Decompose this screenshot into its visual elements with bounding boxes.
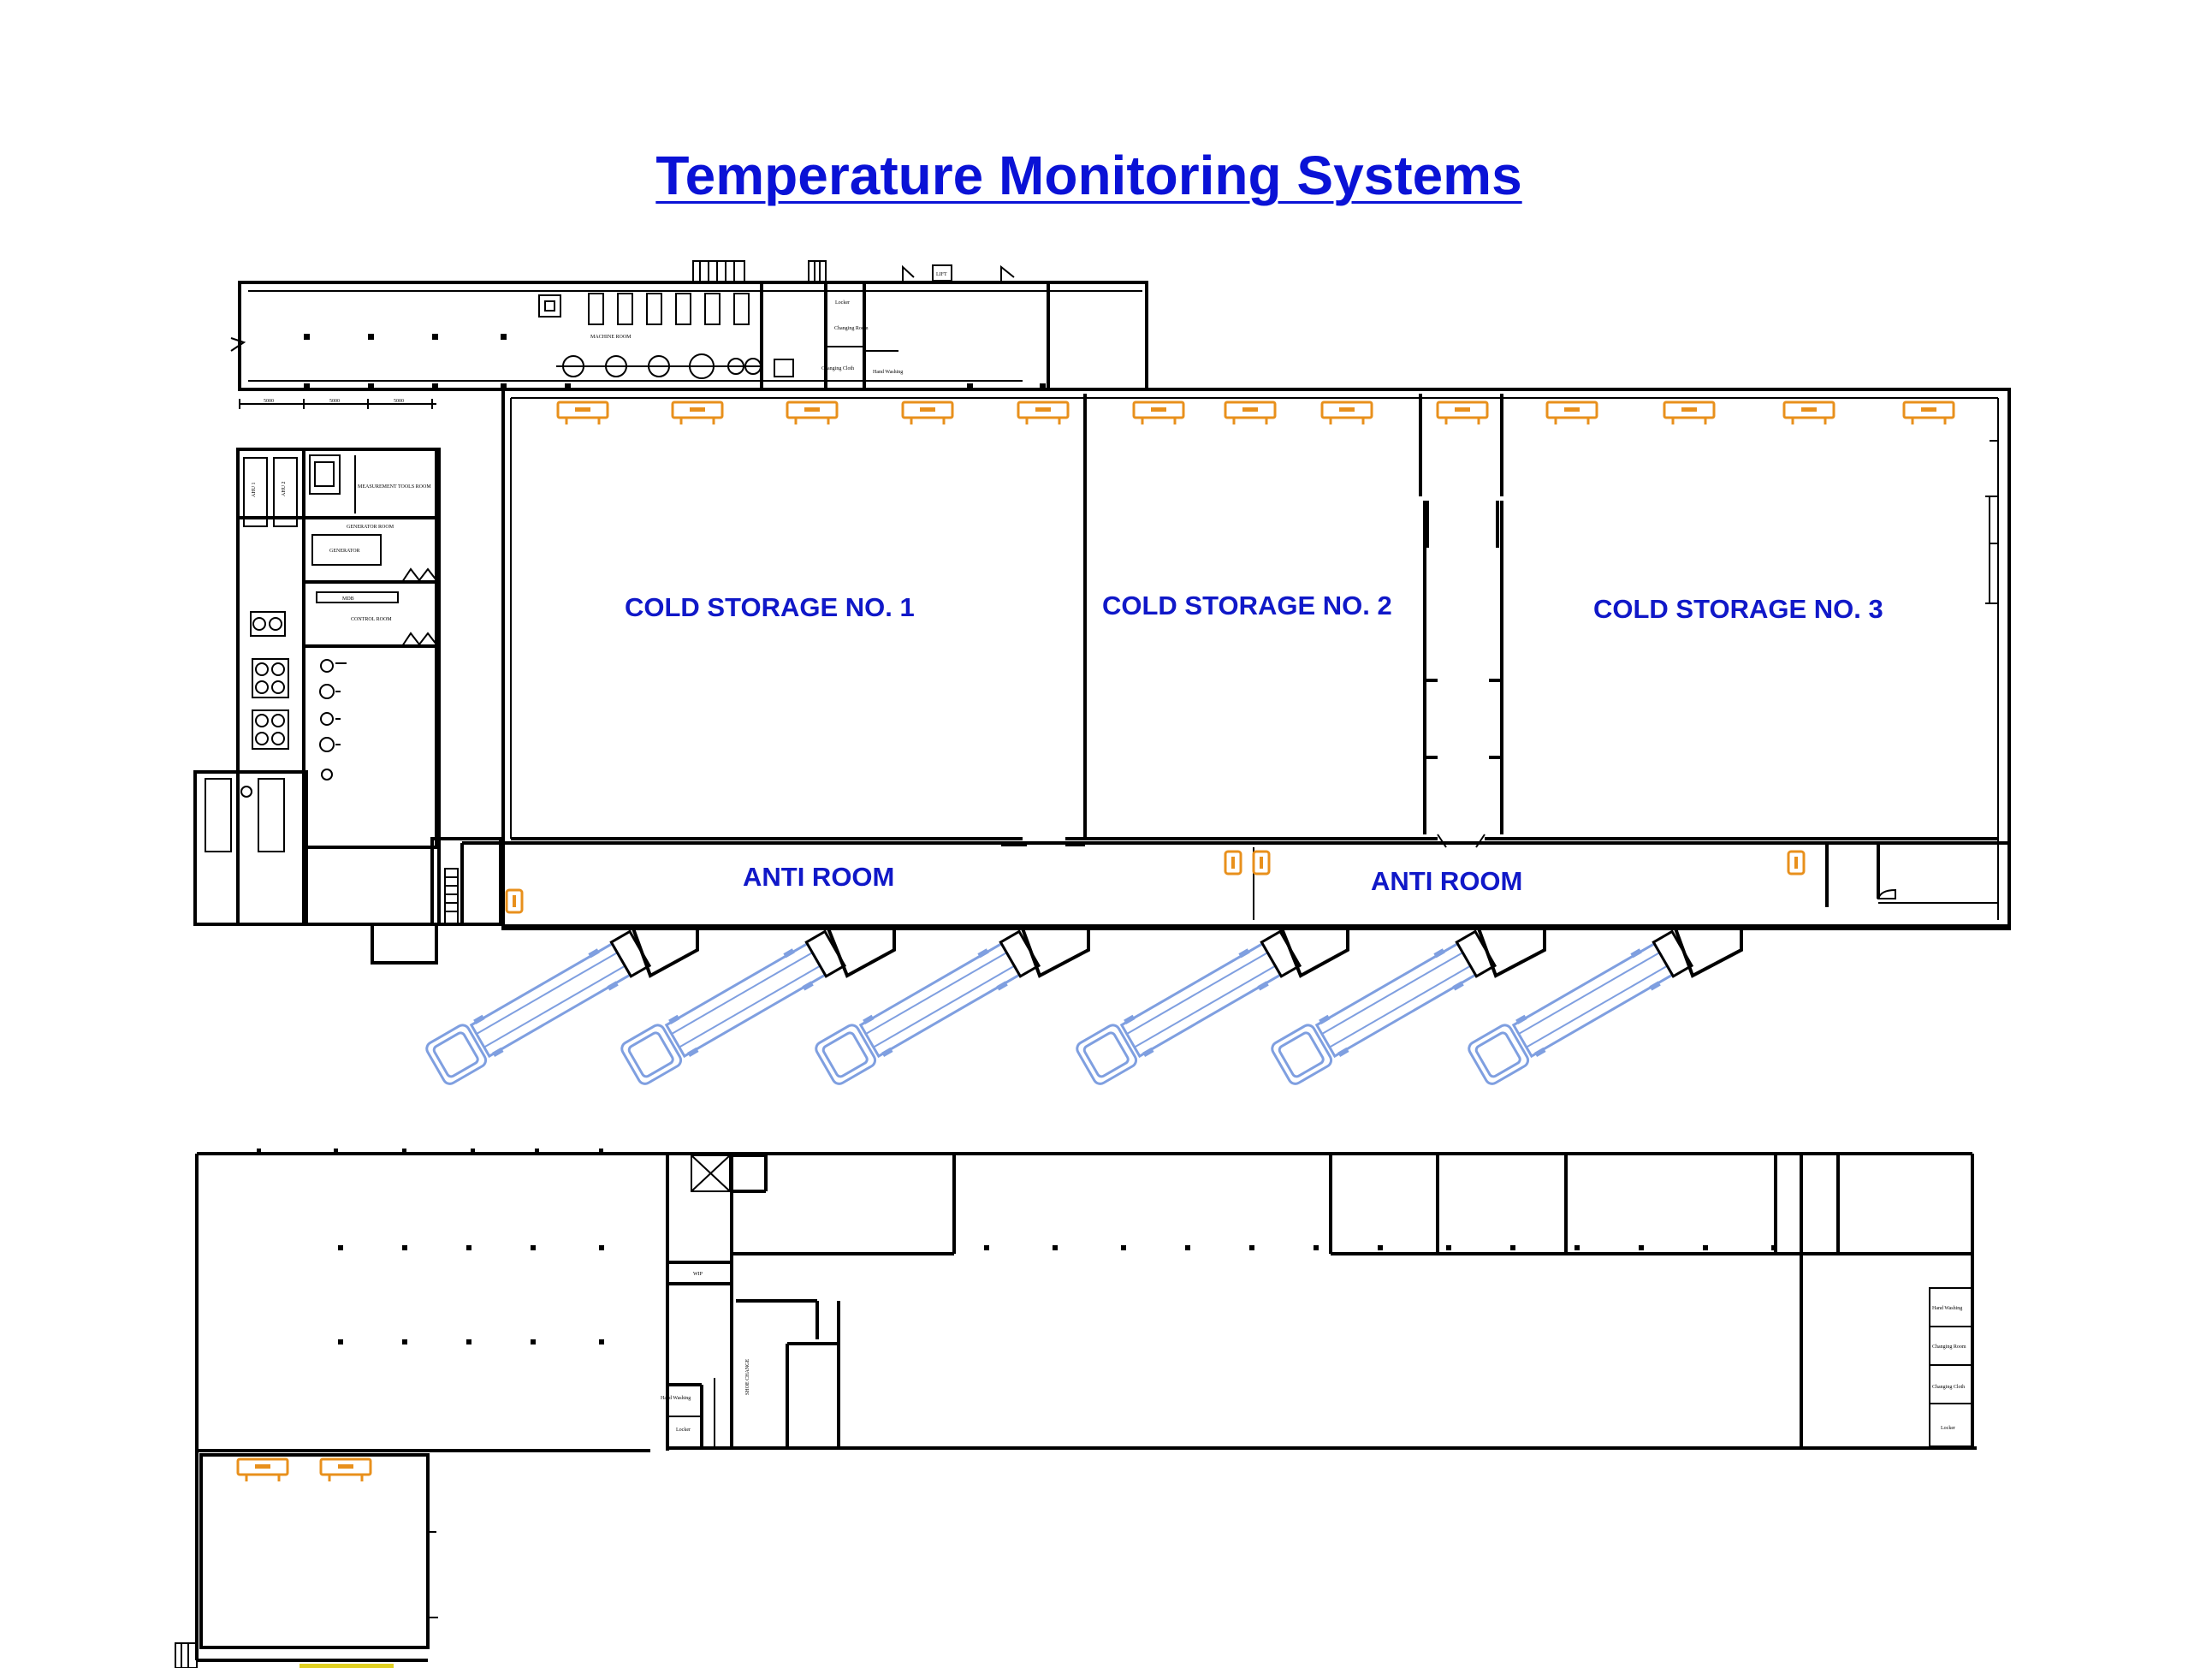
machine-room-block: LIFT MACHINE ROOM Locker Changing Room C… (230, 260, 1148, 391)
cold-storage-3-label: COLD STORAGE NO. 3 (1593, 594, 1883, 624)
temperature-sensor-icon (1252, 850, 1271, 876)
changing-cloth-right-label: Changing Cloth (1932, 1385, 1965, 1390)
refrigerated-truck-icon (620, 929, 847, 1085)
cold-storage-building (460, 388, 2011, 930)
temperature-sensor-icon (786, 401, 839, 424)
changing-room-top-label: Changing Room (834, 326, 869, 331)
generator-label: GENERATOR (329, 549, 360, 554)
west-service-block: 5000 5000 5000 AHU 1 AHU 2 MEASUREMENT T… (193, 399, 502, 965)
cold-storage-1-label: COLD STORAGE NO. 1 (625, 592, 915, 622)
truck-row (425, 929, 1694, 1085)
column-grid-south (257, 1149, 1776, 1344)
wip-label: WIP (693, 1272, 703, 1277)
hand-washing-right-label: Hand Washing (1932, 1306, 1962, 1311)
locker-right-label: Locker (1941, 1426, 1955, 1431)
changing-room-right-label: Changing Room (1932, 1344, 1966, 1350)
refrigerated-truck-icon (1076, 929, 1302, 1085)
cold-storage-2-label: COLD STORAGE NO. 2 (1102, 591, 1392, 620)
changing-cloth-top-label: Changing Cloth (821, 366, 854, 371)
temperature-sensor-icon (1545, 401, 1598, 424)
measurement-tools-label: MEASUREMENT TOOLS ROOM (358, 484, 431, 490)
temperature-sensor-icon (236, 1457, 289, 1481)
hand-washing-mid-label: Hand Washing (661, 1396, 691, 1401)
locker-top-label: Locker (835, 300, 850, 306)
anti-room-2-label: ANTI ROOM (1371, 866, 1522, 896)
anti-room-1-label: ANTI ROOM (743, 862, 894, 892)
temperature-sensor-icon (556, 401, 609, 424)
svg-text:5000: 5000 (264, 399, 274, 404)
locker-mid-label: Locker (676, 1428, 691, 1433)
sensor-row-south (236, 1457, 372, 1481)
svg-text:5000: 5000 (394, 399, 404, 404)
svg-text:5000: 5000 (329, 399, 340, 404)
refrigerated-truck-icon (1468, 929, 1694, 1085)
sensor-row-north (556, 401, 1955, 424)
temperature-sensor-icon (671, 401, 724, 424)
page-title: Temperature Monitoring Systems (655, 145, 1522, 206)
temperature-sensor-icon (1663, 401, 1716, 424)
temperature-sensor-icon (1787, 850, 1806, 876)
temperature-sensor-icon (1132, 401, 1185, 424)
temperature-sensor-icon (1224, 401, 1277, 424)
lift-label: LIFT (936, 272, 947, 277)
temperature-sensor-icon (901, 401, 954, 424)
temperature-sensor-icon (1782, 401, 1835, 424)
loading-docks (632, 928, 1743, 978)
svg-text:SHOE CHANGE: SHOE CHANGE (745, 1358, 750, 1395)
machine-room-label: MACHINE ROOM (590, 335, 632, 340)
refrigerated-truck-icon (1271, 929, 1497, 1085)
lower-building: WIP Hand Washing Locker SHOE CHANGE Hand… (175, 1152, 1977, 1668)
temperature-sensor-icon (1017, 401, 1070, 424)
refrigerated-truck-icon (425, 929, 652, 1085)
svg-text:AHU 1: AHU 1 (252, 483, 257, 498)
temperature-sensor-icon (1224, 850, 1242, 876)
hand-washing-top-label: Hand Washing (873, 370, 903, 375)
temperature-sensor-icon (1320, 401, 1373, 424)
temperature-sensor-icon (505, 888, 524, 914)
control-room-label: CONTROL ROOM (351, 617, 392, 622)
generator-room-label: GENERATOR ROOM (347, 525, 394, 530)
temperature-sensor-icon (1436, 401, 1489, 424)
svg-text:AHU 2: AHU 2 (282, 482, 287, 497)
temperature-sensor-icon (1902, 401, 1955, 424)
sensor-row-anti-room (505, 850, 1806, 914)
svg-text:MDB: MDB (342, 597, 354, 602)
column-grid-north (304, 334, 1046, 389)
refrigerated-truck-icon (815, 929, 1041, 1085)
temperature-sensor-icon (319, 1457, 372, 1481)
